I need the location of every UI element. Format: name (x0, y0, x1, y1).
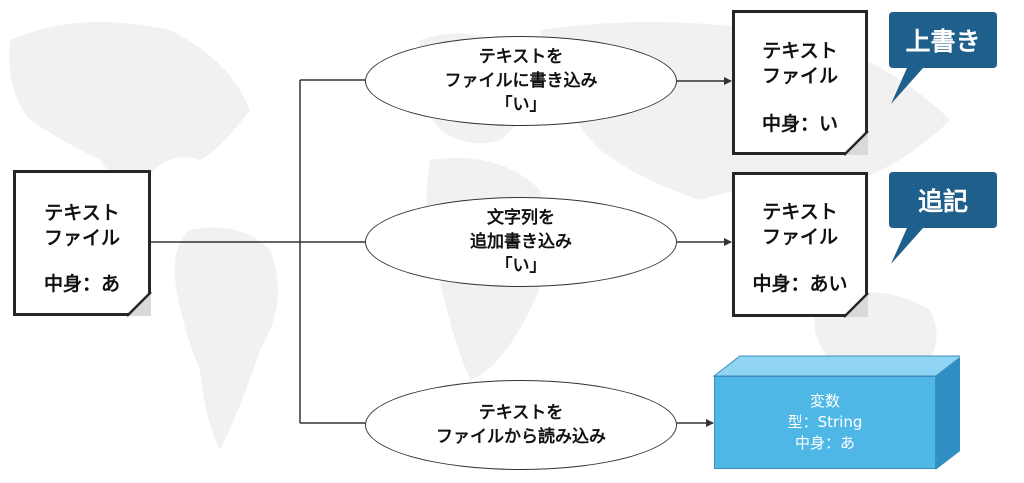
op1-line3: 「い」 (495, 95, 547, 115)
result1-content: 中身：い (761, 113, 838, 135)
result1-title-line1: テキスト (762, 40, 838, 62)
result-text-file-overwrite: テキスト ファイル 中身：い (732, 10, 868, 155)
speech-bubble-icon (889, 172, 997, 264)
variable-box-line1: 変数 (809, 392, 840, 410)
result1-title-line2: ファイル (761, 65, 838, 87)
variable-box: 変数 型：String 中身：あ (714, 376, 936, 469)
speech-bubble-icon (889, 12, 997, 104)
source-doc-content: 中身：あ (43, 273, 120, 295)
op-append-write: 文字列を 追加書き込み 「い」 (365, 197, 677, 287)
result-text-file-append: テキスト ファイル 中身：あい (732, 172, 868, 317)
append-callout: 追記 (889, 172, 999, 267)
page-fold-icon (126, 291, 152, 317)
op3-line1: テキストを (478, 403, 564, 423)
op2-line3: 「い」 (495, 256, 547, 276)
op1-line2: ファイルに書き込み (444, 71, 598, 91)
overwrite-callout: 上書き (889, 12, 999, 107)
op3-line2: ファイルから読み込み (436, 427, 606, 447)
variable-box-type: 型：String (787, 413, 863, 431)
op1-line1: テキストを (478, 47, 564, 67)
append-callout-label: 追記 (917, 187, 968, 216)
result2-title-line2: ファイル (761, 226, 838, 248)
op-read-file: テキストを ファイルから読み込み (365, 380, 677, 470)
op-overwrite-write: テキストを ファイルに書き込み 「い」 (365, 36, 677, 126)
page-fold-icon (843, 130, 869, 156)
source-text-file: テキスト ファイル 中身：あ (13, 170, 151, 316)
overwrite-callout-label: 上書き (905, 27, 981, 56)
source-doc-title-line2: ファイル (43, 227, 120, 249)
variable-box-content: 中身：あ (794, 434, 855, 452)
op2-line2: 追加書き込み (470, 232, 572, 252)
result2-title-line1: テキスト (762, 201, 838, 223)
page-fold-icon (843, 292, 869, 318)
source-doc-title-line1: テキスト (44, 202, 120, 224)
op2-line1: 文字列を (487, 208, 555, 228)
result2-content: 中身：あい (752, 273, 848, 295)
